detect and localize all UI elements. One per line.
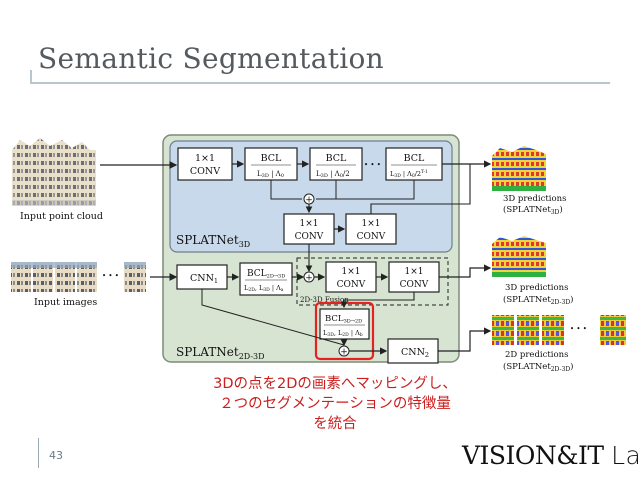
conv-top-box bbox=[177, 147, 233, 181]
conv-fuse-1-line1: 1×1 bbox=[342, 267, 361, 277]
pred3-net: (SPLATNet2D-3D) bbox=[503, 361, 573, 373]
splatnet2d3d-label: SPLATNet2D-3D bbox=[176, 345, 265, 361]
logo-text: VISION&IT bbox=[462, 441, 604, 470]
bcl-2-args: L3D | Λ0/2 bbox=[316, 170, 350, 179]
concat-top-plus: + bbox=[305, 196, 313, 206]
bcl3d2d-args: L3D, L2D | Λb bbox=[323, 329, 363, 338]
conv-top-line1: 1×1 bbox=[195, 153, 215, 164]
page-number-rule bbox=[38, 438, 39, 468]
title-tick bbox=[30, 70, 32, 84]
cnn1-box bbox=[176, 264, 228, 290]
bcl-ellipsis: • • • bbox=[364, 161, 381, 169]
preds-ellipsis: • • • bbox=[570, 325, 587, 333]
conv-mid-2-line2: CONV bbox=[357, 232, 386, 242]
prediction-3d-splatnet3d bbox=[492, 146, 546, 191]
title-rule bbox=[30, 82, 610, 84]
logo-lab: Lab bbox=[611, 441, 638, 470]
bcl-2-label: BCL bbox=[326, 153, 347, 164]
input-images bbox=[11, 262, 146, 292]
bcl2d3d-args: L2D, L3D | Λa bbox=[244, 284, 284, 293]
pred1-net: (SPLATNet3D) bbox=[503, 204, 563, 216]
caption-line-2: ２つのセグメンテーションの特徴量 bbox=[219, 396, 451, 412]
pred3-label: 2D predictions bbox=[505, 350, 568, 360]
conv-mid-box-2 bbox=[345, 213, 397, 245]
caption-line-1: 3Dの点を2Dの画素へマッピングし、 bbox=[213, 376, 457, 392]
conv-fuse-2-line2: CONV bbox=[400, 280, 429, 290]
conv-fuse-2-line1: 1×1 bbox=[405, 267, 424, 277]
bcl2d3d-label: BCL2D→3D bbox=[247, 269, 285, 280]
caption-line-3: を統合 bbox=[313, 416, 357, 432]
bcl-box-1 bbox=[244, 147, 298, 181]
concat-bottom-plus: + bbox=[340, 348, 348, 358]
concat-mid-plus: + bbox=[305, 274, 313, 284]
input-images-label: Input images bbox=[34, 297, 97, 308]
page-number: 43 bbox=[49, 449, 63, 462]
bcl-3-args: L3D | Λ0/2T-1 bbox=[390, 169, 428, 179]
pred2-net: (SPLATNet2D-3D) bbox=[503, 294, 573, 306]
input-point-cloud bbox=[12, 138, 96, 206]
images-ellipsis: • • • bbox=[102, 272, 119, 280]
conv-mid-2-line1: 1×1 bbox=[362, 219, 381, 229]
pred2-label: 3D predictions bbox=[505, 283, 568, 293]
slide-title: Semantic Segmentation bbox=[38, 42, 384, 75]
pred1-label: 3D predictions bbox=[503, 194, 566, 204]
bcl-3-label: BCL bbox=[404, 153, 425, 164]
conv-top-line2: CONV bbox=[190, 166, 220, 177]
prediction-2d-images bbox=[492, 315, 626, 345]
bcl2d3d-box bbox=[239, 262, 293, 296]
bcl3d2d-box bbox=[319, 308, 370, 340]
fusion-label: 2D-3D Fusion bbox=[300, 296, 349, 304]
conv-fuse-1-line2: CONV bbox=[337, 280, 366, 290]
lab-logo: VISION&IT Lab bbox=[462, 441, 638, 470]
bcl-1-args: L3D | Λ0 bbox=[257, 170, 284, 179]
cnn2-box bbox=[387, 338, 439, 364]
bcl3d2d-label: BCL3D→2D bbox=[325, 314, 362, 325]
input-point-cloud-label: Input point cloud bbox=[20, 211, 103, 222]
cnn1-label: CNN1 bbox=[190, 273, 218, 285]
bcl-box-2 bbox=[309, 147, 363, 181]
conv-mid-1-line1: 1×1 bbox=[300, 219, 319, 229]
conv-mid-1-line2: CONV bbox=[295, 232, 324, 242]
bcl-1-label: BCL bbox=[261, 153, 282, 164]
caption: 3Dの点を2Dの画素へマッピングし、 ２つのセグメンテーションの特徴量 を統合 bbox=[190, 374, 480, 434]
conv-mid-box-1 bbox=[283, 213, 335, 245]
cnn2-label: CNN2 bbox=[401, 347, 429, 359]
prediction-3d-splatnet2d3d bbox=[492, 236, 546, 277]
splatnet3d-label: SPLATNet3D bbox=[176, 233, 250, 249]
